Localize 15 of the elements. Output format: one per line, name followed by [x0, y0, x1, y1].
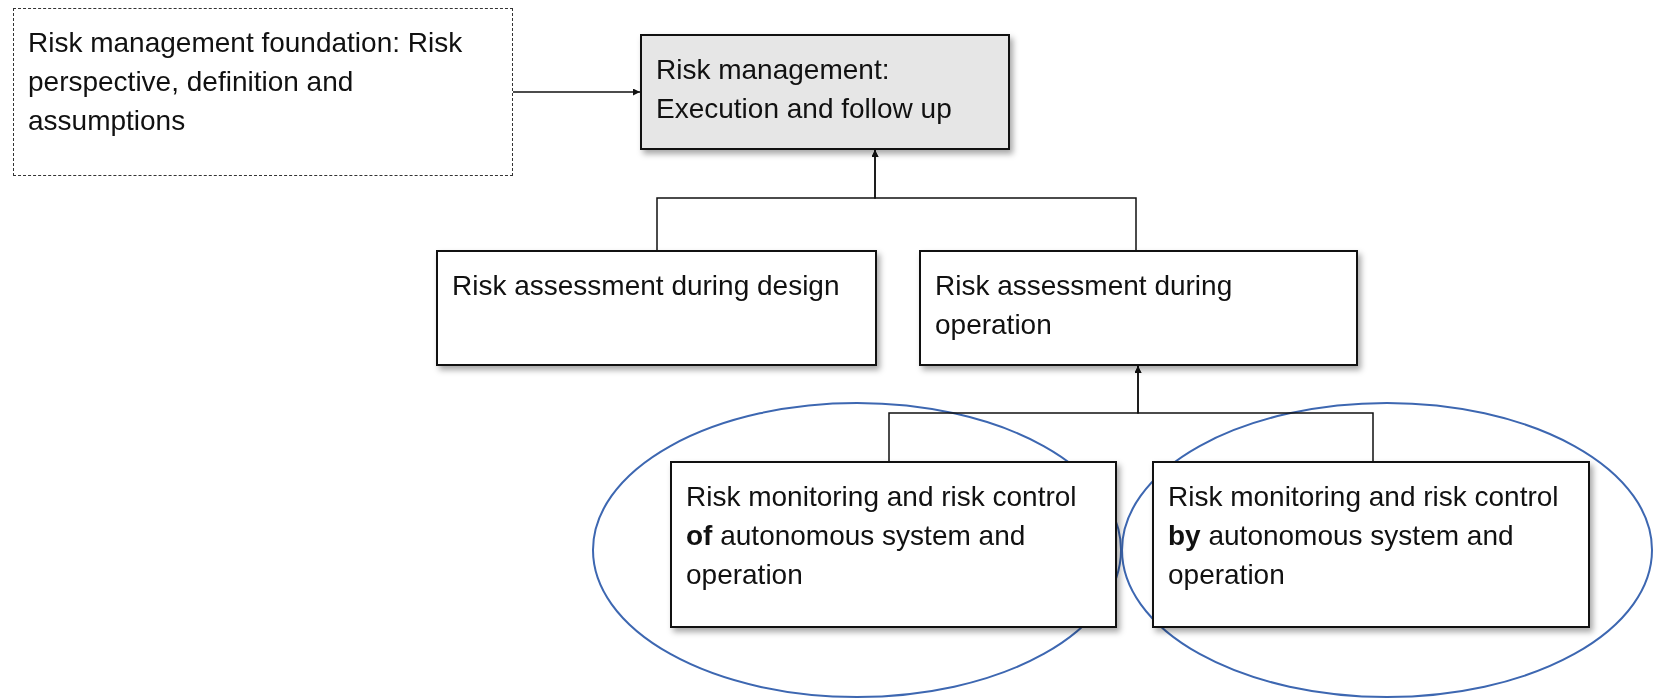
box-text: Risk monitoring and risk control of autonomous system and operation — [686, 480, 1078, 593]
box-text: Risk assessment during design — [452, 269, 841, 303]
box-text: Risk management foundation: Risk perspective, definition and assumptions — [28, 26, 464, 139]
arrow — [1134, 365, 1374, 462]
dashed-box — [13, 8, 513, 176]
box-text: Risk monitoring and risk control by autonomous system and operation — [1168, 480, 1560, 593]
process-box — [1152, 461, 1590, 628]
box-text: Risk management: Execution and follow up — [656, 53, 953, 127]
arrow — [871, 149, 1137, 251]
arrow — [512, 88, 641, 96]
process-box — [919, 250, 1358, 366]
process-box — [640, 34, 1010, 150]
process-box — [436, 250, 877, 366]
box-text: Risk assessment during operation — [935, 269, 1234, 343]
process-box — [670, 461, 1117, 628]
